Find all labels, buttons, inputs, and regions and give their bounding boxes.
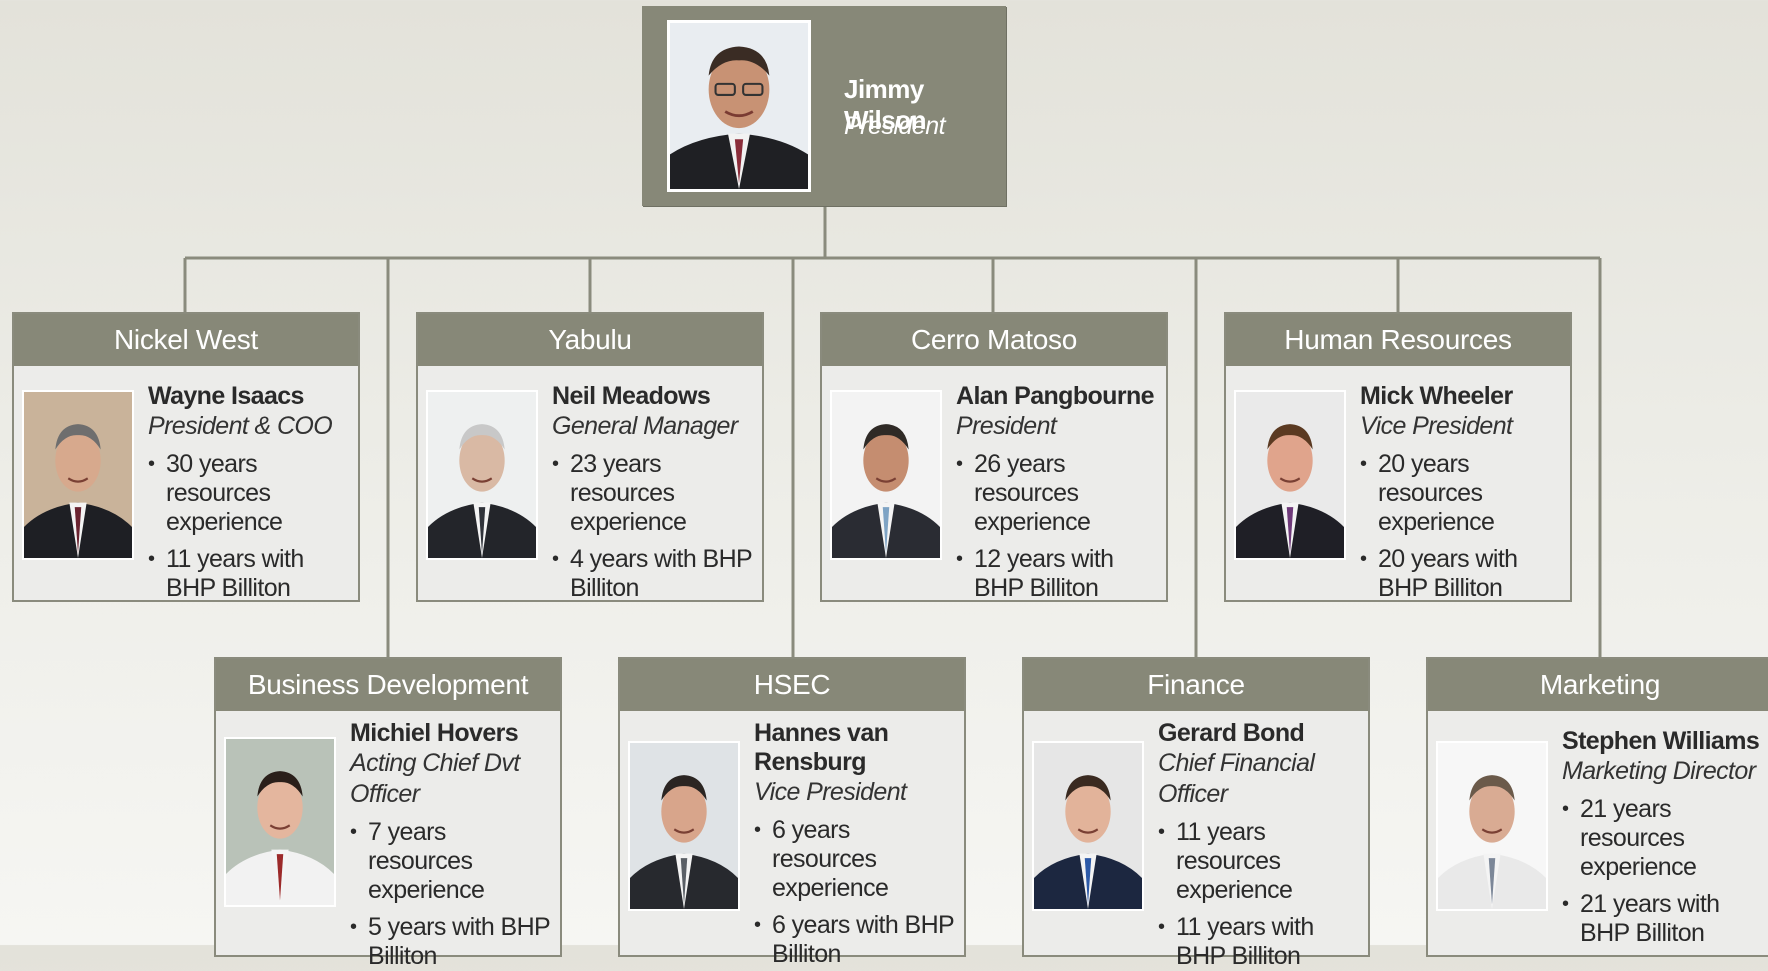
bullet-resources: 30 years resources experience (148, 450, 354, 537)
org-card-marketing: Marketing Stephen Williams Marketing Dir… (1426, 657, 1768, 957)
person-name: Neil Meadows (552, 382, 711, 410)
person-name: Wayne Isaacs (148, 382, 304, 410)
bullet-resources: 7 years resources experience (350, 818, 556, 905)
card-header: Human Resources (1226, 314, 1570, 366)
person-photo (830, 390, 942, 560)
person-photo-icon (226, 739, 334, 905)
person-photo (1234, 390, 1346, 560)
bullet-bhp: 11 years with BHP Billiton (1158, 913, 1364, 971)
bullet-bhp: 11 years with BHP Billiton (148, 545, 354, 603)
card-header: Business Development (216, 659, 560, 711)
person-info: Gerard Bond Chief Financial Officer 11 y… (1158, 719, 1364, 971)
person-title: General Manager (552, 412, 738, 440)
bullet-bhp: 21 years with BHP Billiton (1562, 890, 1768, 948)
person-name: Stephen Williams (1562, 727, 1760, 755)
bullet-bhp: 12 years with BHP Billiton (956, 545, 1162, 603)
card-header: HSEC (620, 659, 964, 711)
president-title: President (844, 112, 946, 140)
card-header: Yabulu (418, 314, 762, 366)
org-card-hsec: HSEC Hannes van Rensburg Vice President … (618, 657, 966, 968)
org-card-human-resources: Human Resources Mick Wheeler Vice Presid… (1224, 312, 1572, 602)
person-photo (22, 390, 134, 560)
person-info: Hannes van Rensburg Vice President 6 yea… (754, 719, 960, 969)
president-card: Jimmy Wilson President (642, 6, 1006, 206)
bullet-resources: 21 years resources experience (1562, 795, 1768, 882)
person-title: Marketing Director (1562, 757, 1756, 785)
person-info: Alan Pangbourne President 26 years resou… (956, 382, 1162, 603)
person-info: Wayne Isaacs President & COO 30 years re… (148, 382, 354, 603)
person-photo-icon (24, 392, 132, 558)
person-photo-icon (832, 392, 940, 558)
connector-lines (183, 206, 1602, 657)
card-header: Nickel West (14, 314, 358, 366)
person-title: Chief Financial Officer (1158, 749, 1315, 808)
bullet-resources: 6 years resources experience (754, 816, 960, 903)
person-title: President & COO (148, 412, 333, 440)
person-name: Michiel Hovers (350, 719, 519, 747)
person-title: President (956, 412, 1057, 440)
person-photo (628, 741, 740, 911)
president-name: Jimmy Wilson (844, 74, 926, 135)
person-name: Mick Wheeler (1360, 382, 1513, 410)
card-header: Finance (1024, 659, 1368, 711)
person-info: Neil Meadows General Manager 23 years re… (552, 382, 758, 603)
bullet-bhp: 6 years with BHP Billiton (754, 911, 960, 969)
person-name: Alan Pangbourne (956, 382, 1155, 410)
bullet-resources: 11 years resources experience (1158, 818, 1364, 905)
org-card-nickel-west: Nickel West Wayne Isaacs President & COO… (12, 312, 360, 602)
person-info: Stephen Williams Marketing Director 21 y… (1562, 727, 1768, 948)
person-name: Gerard Bond (1158, 719, 1305, 747)
person-photo (426, 390, 538, 560)
person-title: Acting Chief Dvt Officer (350, 749, 520, 808)
person-photo-icon (1034, 743, 1142, 909)
person-title: Vice President (1360, 412, 1513, 440)
person-photo (1436, 741, 1548, 911)
bullet-bhp: 4 years with BHP Billiton (552, 545, 758, 603)
bullet-resources: 23 years resources experience (552, 450, 758, 537)
bullet-bhp: 20 years with BHP Billiton (1360, 545, 1566, 603)
org-card-finance: Finance Gerard Bond Chief Financial Offi… (1022, 657, 1370, 970)
person-photo-icon (630, 743, 738, 909)
org-card-yabulu: Yabulu Neil Meadows General Manager 23 y… (416, 312, 764, 602)
bullet-resources: 20 years resources experience (1360, 450, 1566, 537)
bullet-bhp: 5 years with BHP Billiton (350, 913, 556, 971)
org-card-business-development: Business Development Michiel Hovers Acti… (214, 657, 562, 970)
person-photo-icon (670, 23, 808, 189)
person-name: Hannes van Rensburg (754, 719, 889, 776)
president-photo (667, 20, 811, 192)
card-header: Cerro Matoso (822, 314, 1166, 366)
card-header: Marketing (1428, 659, 1768, 711)
bullet-resources: 26 years resources experience (956, 450, 1162, 537)
person-photo (1032, 741, 1144, 911)
person-photo-icon (428, 392, 536, 558)
person-info: Michiel Hovers Acting Chief Dvt Officer … (350, 719, 556, 971)
person-photo-icon (1438, 743, 1546, 909)
person-title: Vice President (754, 778, 907, 806)
org-card-cerro-matoso: Cerro Matoso Alan Pangbourne President 2… (820, 312, 1168, 602)
person-photo (224, 737, 336, 907)
person-info: Mick Wheeler Vice President 20 years res… (1360, 382, 1566, 603)
person-photo-icon (1236, 392, 1344, 558)
